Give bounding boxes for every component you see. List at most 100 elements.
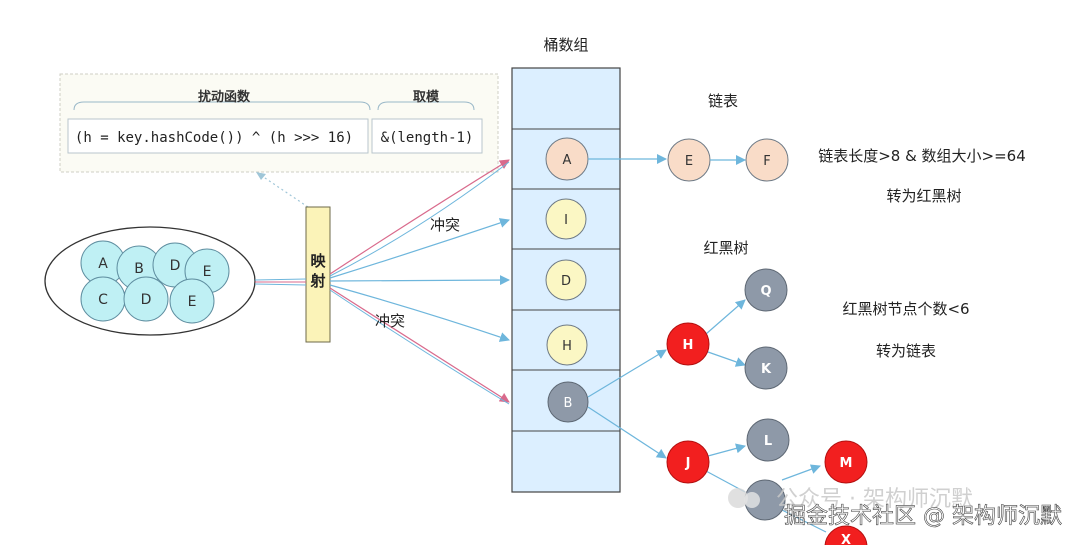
input-key-circle xyxy=(123,276,169,322)
rb-node-q: Q xyxy=(744,268,788,312)
conflict-label-bottom: 冲突 xyxy=(375,312,405,330)
input-key-label: D xyxy=(141,292,152,308)
rb-node-k: K xyxy=(744,346,788,390)
arrow-to-bucket-d xyxy=(329,275,510,286)
edge-h-to-k xyxy=(707,351,746,367)
map-arrows xyxy=(329,159,510,405)
rb-node-m-label: M xyxy=(840,456,853,471)
rule-to-tree-line2: 转为红黑树 xyxy=(886,187,961,205)
perturb-brace xyxy=(73,101,371,111)
label-perturb: 扰动函数 xyxy=(198,89,251,105)
rb-node-k-label: K xyxy=(761,362,772,377)
map-label-2: 射 xyxy=(309,272,325,290)
expr-mod-box xyxy=(371,118,483,154)
wechat-icon xyxy=(728,488,748,508)
rb-node-x-circle xyxy=(824,525,868,545)
edge-b-to-j xyxy=(587,406,667,459)
bucket-node-b-label: B xyxy=(564,396,573,411)
arrow-to-bucket-i xyxy=(329,218,510,279)
rb-node-m: M xyxy=(824,440,868,484)
bucket-node-i-circle xyxy=(545,198,587,240)
expr-hash-box xyxy=(67,118,369,154)
hash-function-box: 扰动函数 取模 (h = key.hashCode()) ^ (h >>> 16… xyxy=(59,73,499,173)
bucket-node-b: B xyxy=(547,381,589,423)
edge-j-to-l xyxy=(707,443,746,457)
bucket-node-i-label: I xyxy=(564,213,568,228)
rb-node-h-circle xyxy=(666,322,710,366)
arrow-to-bucket-b-blue xyxy=(329,289,510,405)
watermark-line1: 公众号 · 架构师沉默 xyxy=(776,487,973,512)
edge-to-m xyxy=(781,464,821,481)
arrow-to-bucket-h xyxy=(329,284,510,342)
rb-node-h-label: H xyxy=(683,338,694,353)
map-label-1: 映 xyxy=(310,252,326,270)
bucket-node-d-circle xyxy=(545,259,587,301)
arrow-to-bucket-a-blue xyxy=(329,161,510,277)
rb-node-q-circle xyxy=(744,268,788,312)
bucket-node-h-circle xyxy=(546,324,588,366)
input-key-node: E xyxy=(169,278,215,324)
input-key-label: E xyxy=(203,264,212,280)
expr-hash: (h = key.hashCode()) ^ (h >>> 16) xyxy=(75,130,353,146)
ellipse-to-map-lines xyxy=(254,278,307,286)
input-key-circle xyxy=(169,278,215,324)
edge-h-to-q xyxy=(705,299,746,335)
rb-node-q-label: Q xyxy=(760,284,771,299)
rb-node-l-label: L xyxy=(764,434,772,449)
rb-node-j-label: J xyxy=(685,456,691,471)
bucket-node-h: H xyxy=(546,324,588,366)
rule-to-list-line1: 红黑树节点个数<6 xyxy=(842,300,969,318)
map-to-hash-pointer xyxy=(261,175,309,208)
rb-tree-title: 红黑树 xyxy=(703,239,748,257)
rb-node-j: J xyxy=(666,440,710,484)
rb-node-h: H xyxy=(666,322,710,366)
rb-node-k-circle xyxy=(744,346,788,390)
label-mod: 取模 xyxy=(413,89,440,105)
mod-brace xyxy=(377,101,475,111)
list-node-f: F xyxy=(745,138,789,182)
list-node-e: E xyxy=(667,138,711,182)
rb-node-m-circle xyxy=(824,440,868,484)
rule-to-tree-line1: 链表长度>8 & 数组大小>=64 xyxy=(818,147,1026,165)
input-key-label: B xyxy=(134,261,144,277)
feed-line-1 xyxy=(254,278,307,281)
feed-line-3 xyxy=(254,283,307,286)
map-bar: 映 射 xyxy=(305,206,331,343)
watermark: 公众号 · 架构师沉默 掘金技术社区 @ 架构师沉默 xyxy=(728,487,1062,529)
watermark-line2: 掘金技术社区 @ 架构师沉默 xyxy=(784,504,1062,529)
rb-node-l: L xyxy=(746,418,790,462)
input-key-node: D xyxy=(123,276,169,322)
rb-node-j-circle xyxy=(666,440,710,484)
rb-node-x-label: X xyxy=(841,533,851,545)
rb-tree-edges xyxy=(587,299,827,533)
list-node-f-label: F xyxy=(763,154,770,169)
rb-node-l-circle xyxy=(746,418,790,462)
map-bar-rect xyxy=(305,206,331,343)
rb-node-x: X xyxy=(824,525,868,545)
input-key-label: E xyxy=(188,294,197,310)
bucket-node-h-label: H xyxy=(562,339,572,354)
conflict-label-top: 冲突 xyxy=(430,216,460,234)
bucket-node-d-label: D xyxy=(561,274,571,289)
wechat-icon-bubble xyxy=(744,492,760,508)
bucket-node-b-circle xyxy=(547,381,589,423)
bucket-node-d: D xyxy=(545,259,587,301)
list-node-e-label: E xyxy=(685,154,693,169)
list-node-f-circle xyxy=(745,138,789,182)
bucket-node-a: A xyxy=(545,137,589,181)
input-key-label: C xyxy=(98,292,108,308)
rule-to-list-line2: 转为链表 xyxy=(876,342,936,360)
bucket-node-a-label: A xyxy=(563,153,572,168)
bucket-array-title: 桶数组 xyxy=(543,36,588,54)
linked-list-title: 链表 xyxy=(708,92,738,110)
edge-to-x xyxy=(781,509,827,533)
input-key-label: A xyxy=(98,256,108,272)
bucket-node-i: I xyxy=(545,198,587,240)
expr-mod: &(length-1) xyxy=(381,130,474,146)
arrow-to-bucket-b-collision xyxy=(329,287,510,403)
pointer-arrowhead xyxy=(256,172,266,180)
input-key-label: D xyxy=(170,258,181,274)
arrow-to-bucket-a-collision xyxy=(329,159,510,275)
